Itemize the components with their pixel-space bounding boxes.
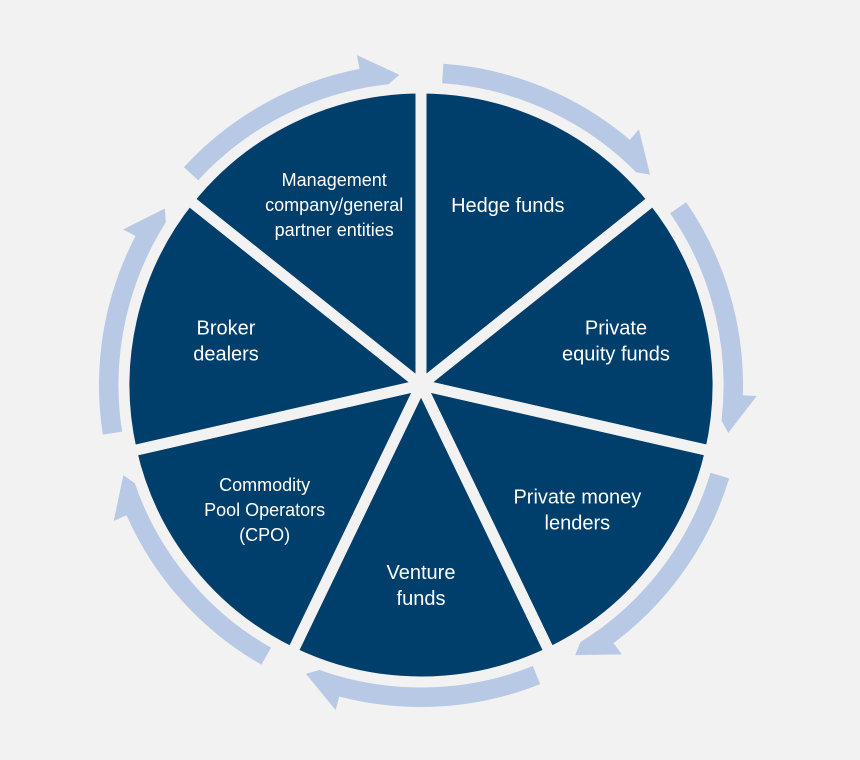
label-line: Venture [387,562,456,584]
label-line: Private money [513,487,641,509]
segment-venture-funds [286,379,556,688]
label-line: lenders [545,513,611,535]
segment-group [118,82,724,688]
label-line: Broker [197,317,256,339]
label-venture-funds: Venture funds [387,562,456,610]
segment-private-equity-funds [415,194,724,457]
label-line: Pool Operators [204,500,325,520]
label-broker-dealers: Broker dealers [193,317,259,365]
segment-broker-dealers [118,194,427,457]
label-line: Commodity [219,475,310,495]
label-line: Private [585,317,647,339]
label-line: company/general [265,195,403,215]
label-private-equity-funds: Private equity funds [562,317,670,365]
ring-arrow-private-equity-funds [668,202,757,433]
label-line: funds [397,588,446,610]
ring-arrow-management-company [183,55,400,183]
label-line: Hedge funds [451,195,564,217]
segment-commodity-pool-operators [125,379,427,659]
segment-private-money-lenders [415,379,717,659]
segment-hedge-funds [415,82,659,391]
ring-arrow-broker-dealers [99,208,168,435]
label-line: partner entities [275,220,394,240]
label-line: (CPO) [239,525,290,545]
label-hedge-funds: Hedge funds [451,195,564,217]
label-management-company: Management company/general partner entitie… [265,170,403,240]
segment-management-company [183,82,427,391]
label-line: Management [282,170,387,190]
label-line: dealers [193,343,259,365]
label-line: equity funds [562,343,670,365]
label-private-money-lenders: Private money lenders [513,487,641,535]
